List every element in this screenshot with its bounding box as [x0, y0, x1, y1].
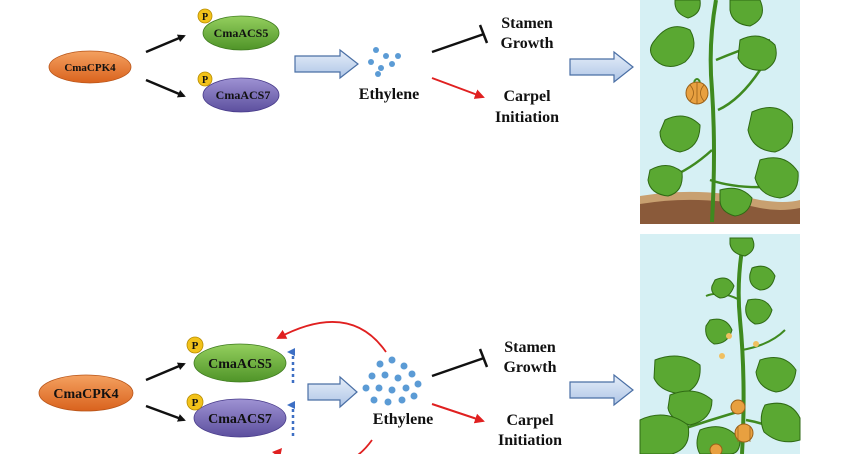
acs7-label: CmaACS7	[208, 412, 272, 427]
phospho-label: P	[192, 397, 199, 409]
ethylene-label: Ethylene	[373, 411, 433, 428]
acs7-node: CmaACS7 P	[197, 71, 280, 113]
kinase-node: CmaCPK4	[38, 374, 134, 412]
feedback-arrow-acs7-head-icon	[272, 448, 282, 454]
carpel-label-line2: Initiation	[498, 432, 562, 449]
stamen-label-line1: Stamen	[504, 339, 556, 356]
ethylene-particles-icon	[368, 47, 401, 77]
promote-arrow-carpel	[431, 403, 485, 424]
ethylene-particles-icon	[362, 356, 422, 406]
block-arrow-to-ethylene-icon	[307, 375, 358, 409]
plant-illustration-bottom-icon	[639, 234, 801, 454]
activation-arrow-acs5	[145, 362, 186, 382]
feedback-arrow-acs5	[276, 321, 387, 353]
phospho-badge-icon	[186, 336, 204, 354]
phospho-badge-icon	[186, 393, 204, 411]
inhibition-arrow-stamen	[431, 24, 489, 54]
activation-arrow-acs7	[145, 404, 186, 422]
plant-illustration-top-icon	[640, 0, 800, 224]
stamen-label-line2: Growth	[500, 35, 553, 52]
acs5-node: CmaACS5 P	[197, 8, 280, 51]
kinase-label: CmaCPK4	[64, 62, 116, 74]
carpel-label-line1: Carpel	[506, 412, 554, 429]
acs5-label: CmaACS5	[208, 357, 272, 372]
ethylene-label: Ethylene	[359, 86, 419, 103]
stamen-label-line2: Growth	[503, 359, 556, 376]
feedback-arrow-acs7	[357, 439, 373, 454]
phospho-badge-icon	[197, 71, 213, 87]
acs5-label: CmaACS5	[214, 26, 269, 40]
phospho-label: P	[202, 75, 208, 86]
bottom-panel: CmaCPK4 CmaACS5 P CmaACS7 P	[38, 234, 801, 454]
activation-arrow-acs5	[145, 34, 186, 54]
carpel-label-line2: Initiation	[495, 109, 559, 126]
acs7-node: CmaACS7 P	[186, 393, 287, 438]
phospho-label: P	[202, 12, 208, 23]
promote-arrow-carpel	[431, 77, 485, 99]
acs7-label: CmaACS7	[216, 88, 271, 102]
phospho-badge-icon	[197, 8, 213, 24]
top-panel: CmaCPK4 CmaACS5 P CmaACS7 P Ethylene	[48, 0, 800, 224]
phospho-label: P	[192, 340, 199, 352]
block-arrow-to-ethylene-icon	[294, 48, 359, 80]
stamen-label-line1: Stamen	[501, 15, 553, 32]
block-arrow-to-plant-icon	[569, 373, 634, 407]
kinase-node: CmaCPK4	[48, 50, 132, 84]
carpel-label-line1: Carpel	[503, 88, 551, 105]
activation-arrow-acs7	[145, 78, 186, 98]
inhibition-arrow-stamen	[431, 348, 489, 378]
block-arrow-to-plant-icon	[569, 50, 634, 84]
acs5-node: CmaACS5 P	[186, 336, 287, 383]
kinase-label: CmaCPK4	[53, 387, 118, 402]
